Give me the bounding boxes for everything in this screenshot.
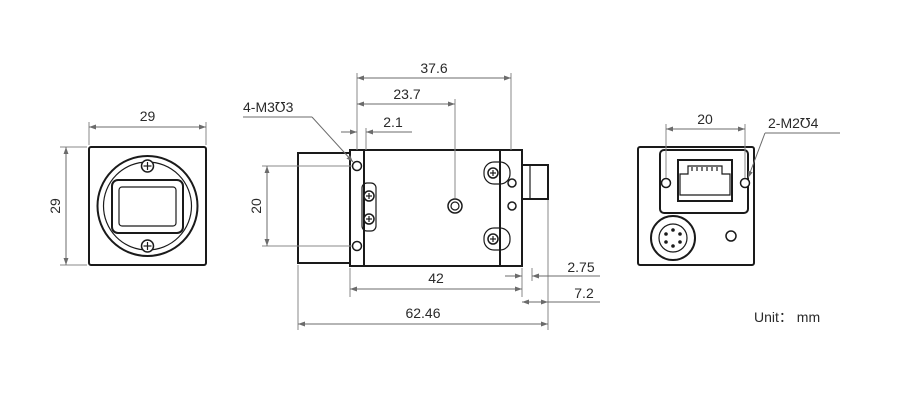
side-view-slot-screw bbox=[363, 190, 375, 202]
side-view-hole bbox=[507, 201, 517, 211]
side-view: 37.6 23.7 2.1 4-M3℧3 20 42 2.75 7.2 62. bbox=[243, 60, 600, 330]
side-view-dim-flange: 2.75 bbox=[567, 259, 594, 275]
side-view-dim-small: 2.1 bbox=[383, 114, 403, 130]
side-view-main-body bbox=[363, 149, 501, 267]
front-view-screw-bottom bbox=[140, 239, 155, 253]
rear-view-gpio-connector bbox=[650, 215, 696, 261]
side-view-thread-callout: 4-M3℧3 bbox=[243, 99, 294, 115]
front-view: 29 29 bbox=[47, 108, 207, 266]
side-view-dim-overall-top: 37.6 bbox=[420, 60, 447, 76]
front-view-width-label: 29 bbox=[140, 108, 156, 124]
side-view-dim-middle: 23.7 bbox=[393, 86, 420, 102]
front-view-screw-top bbox=[140, 159, 155, 173]
side-view-hole bbox=[351, 160, 363, 172]
rear-view-thread-callout: 2-M2℧4 bbox=[768, 115, 819, 131]
side-view-dim-overall: 62.46 bbox=[405, 305, 440, 321]
rear-view-led-hole bbox=[725, 230, 737, 242]
rear-view-ethernet-port bbox=[677, 159, 733, 202]
side-view-rear-screw bbox=[487, 233, 499, 245]
side-view-center-hole bbox=[447, 198, 463, 214]
rear-view-body bbox=[637, 146, 755, 266]
side-view-hole bbox=[507, 178, 517, 188]
front-view-lens-mount bbox=[96, 155, 199, 257]
rear-view: 20 2-M2℧4 bbox=[637, 111, 840, 266]
side-view-dim-body: 42 bbox=[428, 270, 444, 286]
front-view-sensor-inner bbox=[118, 186, 177, 227]
front-view-sensor-window bbox=[111, 179, 184, 234]
side-view-height-label: 20 bbox=[248, 198, 264, 214]
rear-view-hole-left bbox=[660, 177, 672, 189]
front-view-body bbox=[88, 146, 207, 266]
side-view-rear-screw bbox=[487, 167, 499, 179]
rear-view-width-label: 20 bbox=[697, 111, 713, 127]
front-view-lens-ring bbox=[102, 161, 193, 251]
side-view-slot-screw bbox=[363, 213, 375, 225]
unit-label: Unit： mm bbox=[754, 309, 820, 325]
side-view-hole bbox=[351, 240, 363, 252]
front-view-height-label: 29 bbox=[47, 198, 63, 214]
side-view-connector bbox=[521, 164, 549, 200]
rear-view-hole-right bbox=[739, 177, 751, 189]
side-view-dim-connector: 7.2 bbox=[574, 285, 594, 301]
